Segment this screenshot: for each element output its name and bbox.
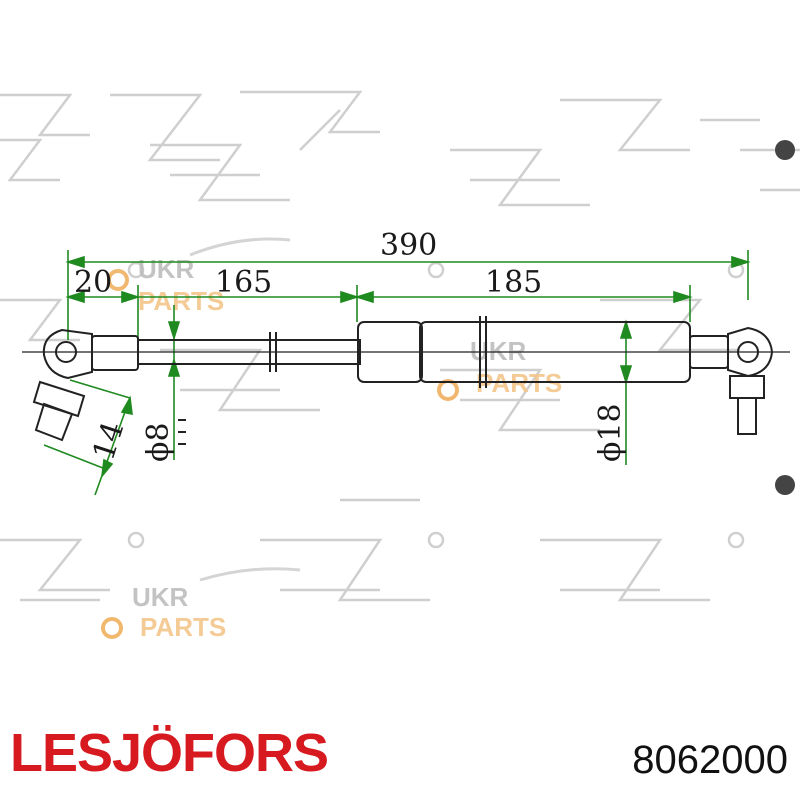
dimension-rod-length: 165 bbox=[215, 265, 272, 300]
sat-watermark-7 bbox=[0, 538, 430, 602]
ukr-parts-watermark-1: UKR PARTS bbox=[107, 237, 291, 316]
dimension-lines bbox=[43, 250, 751, 496]
gas-strut bbox=[22, 316, 790, 442]
brand-logo: LESJÖFORS bbox=[10, 723, 329, 783]
ukr-text: UKR bbox=[470, 336, 527, 366]
right-threaded-stud bbox=[737, 397, 757, 435]
dimension-rod-diameter: ϕ8 bbox=[141, 422, 176, 462]
dimension-end-offset: 20 bbox=[74, 265, 112, 300]
ukr-text: UKR bbox=[138, 254, 195, 284]
sat-watermark-1 bbox=[0, 90, 380, 182]
left-threaded-stud bbox=[32, 380, 86, 418]
sat-watermark-5 bbox=[0, 298, 320, 412]
sat-watermark-6 bbox=[440, 298, 740, 432]
sat-watermark-2 bbox=[150, 109, 341, 202]
rod-diameter-hatch bbox=[178, 419, 186, 445]
dimension-thread-length: 14 bbox=[86, 417, 131, 464]
ukr-parts-watermark-2: UKR PARTS bbox=[437, 336, 562, 401]
ukr-text: UKR bbox=[132, 582, 189, 612]
part-number: 8062000 bbox=[632, 738, 788, 782]
gear-watermark-icons bbox=[775, 140, 795, 495]
dimension-body-length: 185 bbox=[485, 265, 542, 300]
watermark-layer bbox=[0, 90, 800, 602]
ukr-parts-watermark-3: UKR PARTS bbox=[101, 567, 301, 642]
sat-watermark-8 bbox=[340, 498, 710, 602]
dimension-overall-length: 390 bbox=[380, 228, 437, 263]
parts-text: PARTS bbox=[138, 286, 224, 316]
dimension-body-diameter: ϕ18 bbox=[593, 403, 628, 462]
right-ball-socket bbox=[689, 326, 774, 435]
right-hex-nut bbox=[729, 375, 765, 399]
parts-text: PARTS bbox=[140, 612, 226, 642]
piston-rod bbox=[137, 339, 361, 365]
sat-watermark-3 bbox=[450, 98, 690, 207]
